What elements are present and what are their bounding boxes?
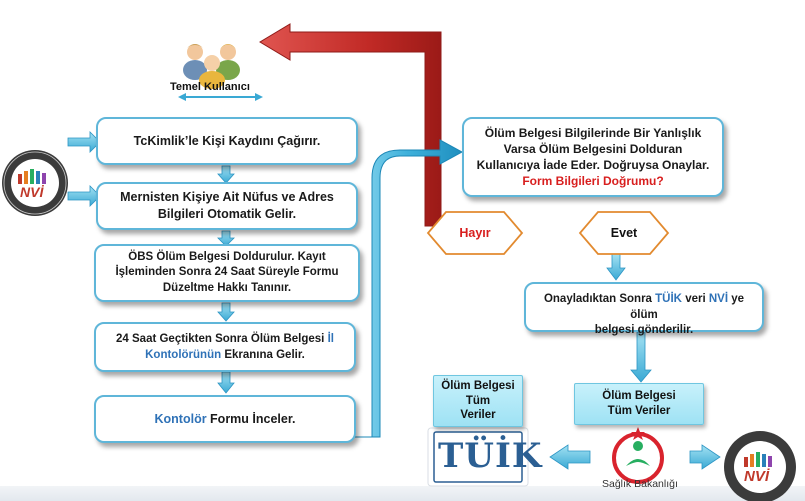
step-controller-review: Kontolör Formu İnceler. [94,395,356,443]
sb-data-box: Ölüm Belgesi Tüm Veriler [574,383,704,425]
step-controller-post: Ekranına Gelir. [221,348,305,361]
nvi-logo-left [2,150,68,216]
return-arrow-body [259,23,442,227]
step-review-hl: Kontolör [154,411,207,426]
nvi-logo-right [724,431,796,501]
sb-data-text: Ölüm Belgesi Tüm Veriler [602,390,676,417]
saglik-logo-text: Sağlık Bakanlığı [602,478,678,490]
hayir-label: Hayır [459,226,491,240]
send-mid1: veri [682,293,709,305]
send-hl-nvi: NVİ [708,293,729,305]
step-mernis-line2: Bilgileri Otomatik Gelir. [157,207,297,221]
step-mernis-line1: Mernisten Kişiye Ait Nüfus ve Adres [120,190,334,205]
review-box: Ölüm Belgesi Bilgilerinde Bir Yanlışlık … [462,117,724,197]
sb-to-nvi-arrow [689,444,721,470]
tuik-logo-text: TÜİK [438,436,543,476]
nvi-arrow-step2 [67,185,101,207]
send-pre: Onayladıktan Sonra [543,293,656,305]
nvi-arrow-step1 [67,131,101,153]
step-controller-hl1: İl [327,333,334,345]
send-box: Onayladıktan Sonra TÜİK veri NVİ ye ölüm… [524,282,764,336]
review-line2: Varsa Ölüm Belgesini Dolduran [503,141,683,156]
tuik-data-line3: Veriler [460,409,496,422]
tuik-logo-frame [427,427,529,487]
review-question: Form Bilgileri Doğrumu? [522,174,664,189]
evet-hexagon [578,211,670,255]
tuik-data-line2: Tüm [465,394,491,407]
send-down-arrow [630,331,652,383]
user-double-arrow [178,93,263,101]
nvi-right-text: NVİ [744,468,770,485]
users-icon [183,44,240,89]
tuik-data-line1: Ölüm Belgesi [441,379,515,392]
step-controller-hl2: Kontolörünün [145,348,222,361]
sb-to-tuik-arrow [549,444,591,470]
saglik-bakanligi-logo [612,427,664,484]
step-controller-pre: 24 Saat Geçtikten Sonra Ölüm Belgesi [116,333,328,345]
hayir-hexagon [426,211,524,255]
step-down-arrows [217,165,235,394]
step-review-post: Formu İnceler. [206,411,296,426]
send-mid2: ye ölüm [630,293,745,321]
step-obs-line3: Düzeltme Hakkı Tanınır. [162,281,292,294]
step-controller-screen: 24 Saat Geçtikten Sonra Ölüm Belgesi İl … [94,322,356,372]
step-obs-line2: İşleminden Sonra 24 Saat Süreyle Formu [115,266,339,279]
send-line2: belgesi gönderilir. [594,324,694,337]
step-call-record-text: TcKimlik’le Kişi Kaydını Çağırır. [133,133,321,148]
bottom-band [0,486,805,501]
evet-down-arrow [606,253,626,281]
user-label: Temel Kullanıcı [170,81,250,93]
step-obs-line1: ÖBS Ölüm Belgesi Doldurulur. Kayıt [128,250,326,263]
step-call-record: TcKimlik’le Kişi Kaydını Çağırır. [96,117,358,165]
send-hl-tuik: TÜİK [655,293,682,305]
evet-label: Evet [610,226,638,240]
tuik-data-box: Ölüm Belgesi Tüm Veriler [433,375,523,427]
nvi-left-text: NVİ [20,184,44,200]
step-mernis-data: Mernisten Kişiye Ait Nüfus ve Adres Bilg… [96,182,358,230]
review-line1: Ölüm Belgesi Bilgilerinde Bir Yanlışlık [484,125,702,140]
review-line3: Kullanıcıya İade Eder. Doğruysa Onaylar. [476,158,710,172]
step-obs-form: ÖBS Ölüm Belgesi Doldurulur. Kayıt İşlem… [94,244,360,302]
